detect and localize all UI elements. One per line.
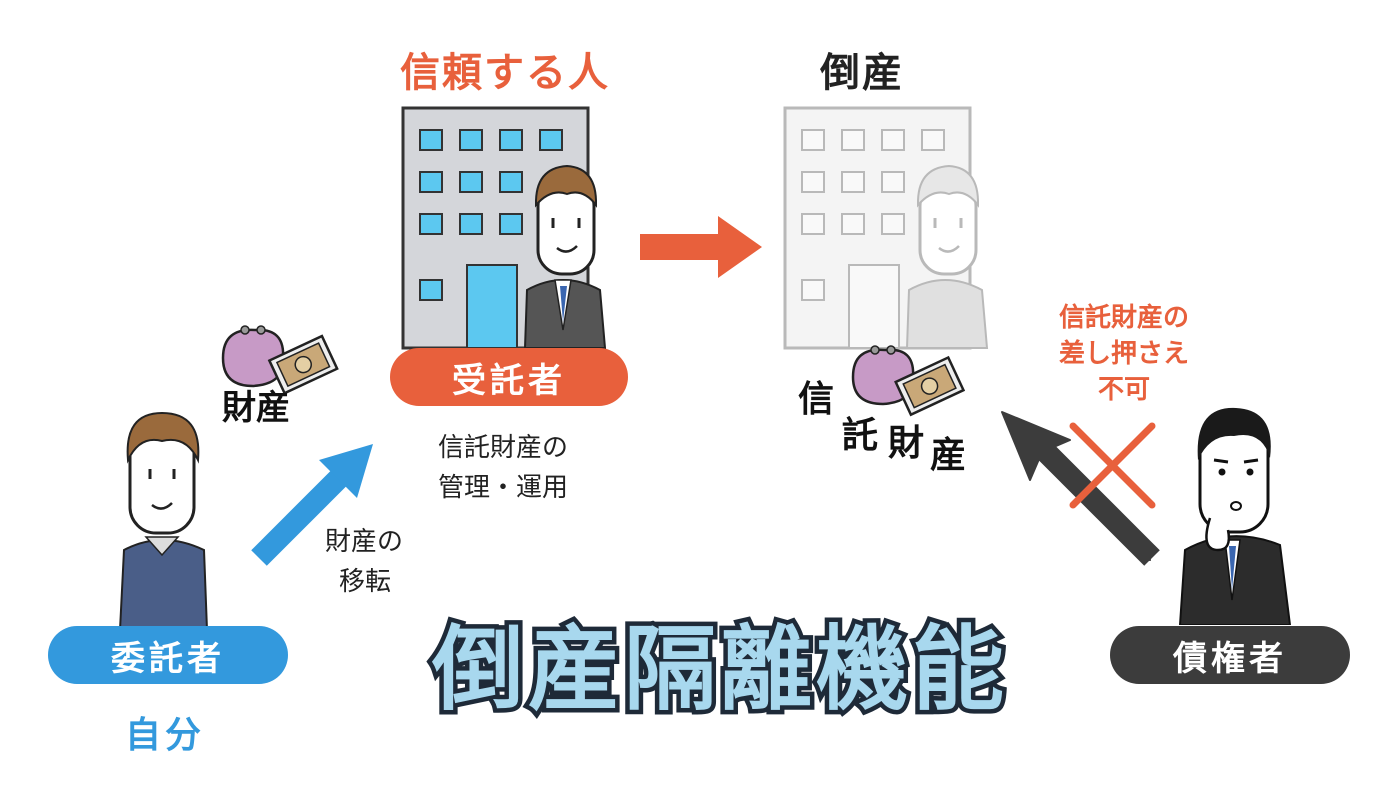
seizure-note-line-2: 差し押さえ [1058, 339, 1189, 369]
property-label: 財産 [222, 388, 290, 428]
seizure-note-line-3: 不可 [1097, 375, 1150, 405]
trustee-duty-line-1: 信託財産の [438, 433, 569, 463]
seizure-note-line-1: 信託財産の [1058, 303, 1189, 333]
right-arrow [640, 216, 762, 278]
prohibited-cross-icon [1069, 422, 1156, 509]
transfer-label-line-1: 財産の [325, 527, 404, 557]
trust-property-purse-icon [851, 345, 965, 417]
seizure-note: 信託財産の 差し押さえ 不可 [1034, 300, 1214, 408]
bankrupt-heading: 倒産 [820, 50, 904, 96]
trust-property-char-2: 託 [842, 415, 879, 456]
settlor-illustration [118, 411, 209, 630]
trustee-company-illustration [401, 106, 607, 350]
trustee-badge: 受託者 [390, 348, 628, 406]
trust-property-char-1: 信 [798, 379, 835, 420]
settlor-badge: 委託者 [48, 626, 288, 684]
blocked-claim-arrow [1001, 411, 1160, 566]
transfer-arrow [251, 444, 373, 566]
transfer-label: 財産の 移転 [325, 522, 403, 602]
trustee-heading: 信頼する人 [400, 50, 610, 96]
self-label: 自分 [125, 715, 206, 756]
creditor-illustration [1178, 407, 1292, 625]
bankrupt-company-illustration [783, 106, 989, 350]
creditor-badge: 債権者 [1110, 626, 1350, 684]
transfer-label-line-2: 移転 [339, 567, 392, 597]
main-title: 倒産隔離機能 [426, 612, 1008, 727]
trust-property-char-3: 財 [888, 423, 925, 464]
property-purse-icon [221, 325, 339, 395]
main-title-text: 倒産隔離機能 [431, 616, 1008, 723]
trustee-duty-line-2: 管理・運用 [438, 473, 569, 503]
trust-property-char-4: 産 [930, 435, 967, 476]
trustee-duty-text: 信託財産の 管理・運用 [438, 428, 568, 508]
trust-property-label: 信 託 財 産 [798, 370, 978, 476]
